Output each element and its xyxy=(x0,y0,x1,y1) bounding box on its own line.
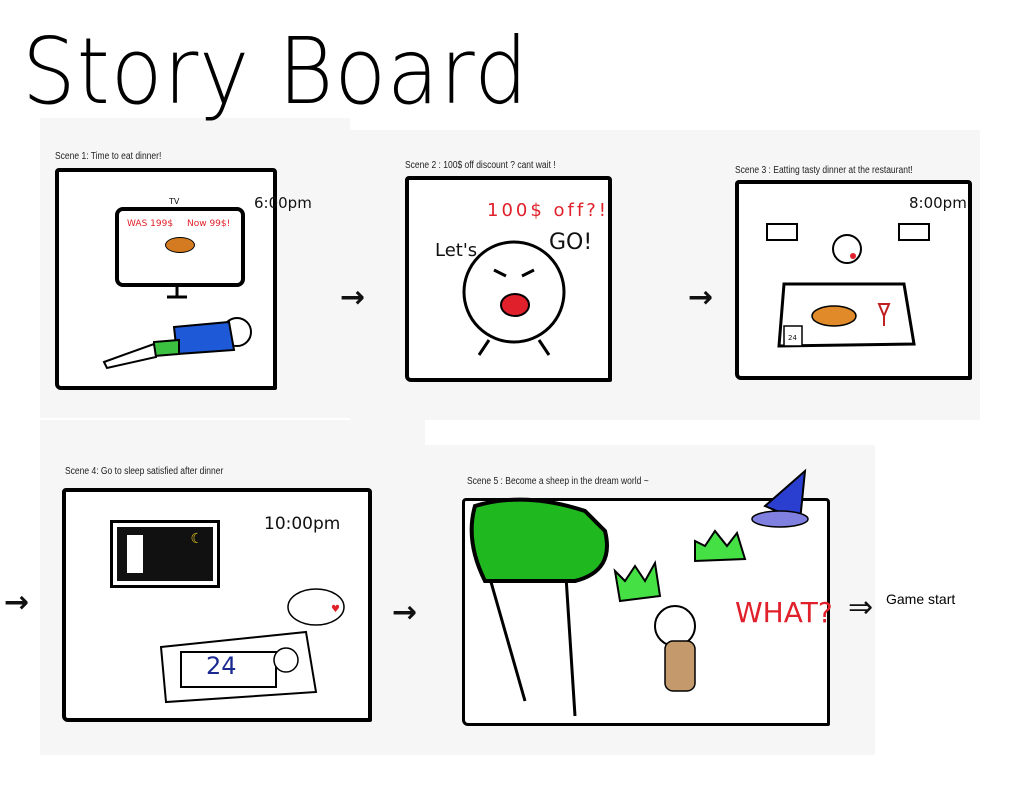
excited-face-icon xyxy=(462,240,566,356)
discount-shout: 100$ off?! xyxy=(487,200,609,221)
scene-3-panel: 8:00pm 24 xyxy=(735,180,972,380)
roast-chicken-icon xyxy=(165,237,195,253)
scene-2-panel: 100$ off?! Let's GO! xyxy=(405,176,612,382)
arrow-icon: → xyxy=(688,280,714,315)
now-price: Now 99$! xyxy=(187,219,231,229)
person-lying-icon xyxy=(102,284,252,370)
go-text: GO! xyxy=(549,230,593,255)
scene-1-panel: 6:00pm TV WAS 199$ Now 99$! xyxy=(55,168,312,390)
blanket-number: 24 xyxy=(206,652,237,680)
dream-world-icon xyxy=(469,468,809,717)
tv-label: TV xyxy=(169,197,180,206)
lets-text: Let's xyxy=(435,240,478,261)
bed-icon: ♥ xyxy=(159,588,345,704)
scene-1-caption: Scene 1: Time to eat dinner! xyxy=(55,151,162,162)
scene-4-panel: 10:00pm ☾ ♥ 24 xyxy=(62,488,372,722)
table-sign: 24 xyxy=(788,334,797,342)
scene-4-time: 10:00pm xyxy=(264,514,341,534)
game-start-label: Game start xyxy=(886,591,956,607)
svg-text:♥: ♥ xyxy=(331,604,340,615)
arrow-icon: → xyxy=(392,595,418,630)
what-exclaim: WHAT? xyxy=(735,596,833,629)
scene-3-caption: Scene 3 : Eatting tasty dinner at the re… xyxy=(735,165,913,176)
was-price: WAS 199$ xyxy=(127,219,174,229)
scene-2-caption: Scene 2 : 100$ off discount ? cant wait … xyxy=(405,160,556,171)
tv-icon: TV WAS 199$ Now 99$! xyxy=(115,197,245,287)
page-title: Story Board xyxy=(22,18,529,125)
night-window-icon: ☾ xyxy=(110,520,220,588)
scene-5-panel: WHAT? xyxy=(462,468,833,726)
arrow-icon: → xyxy=(4,585,30,620)
scene-5-caption: Scene 5 : Become a sheep in the dream wo… xyxy=(467,476,649,487)
scene-1-time: 6:00pm xyxy=(254,194,312,212)
arrow-icon: → xyxy=(340,280,366,315)
scene-3-time: 8:00pm xyxy=(909,194,967,212)
double-arrow-icon: ⇒ xyxy=(848,590,874,625)
scene-4-caption: Scene 4: Go to sleep satisfied after din… xyxy=(65,466,224,477)
restaurant-scene-icon xyxy=(766,223,930,348)
